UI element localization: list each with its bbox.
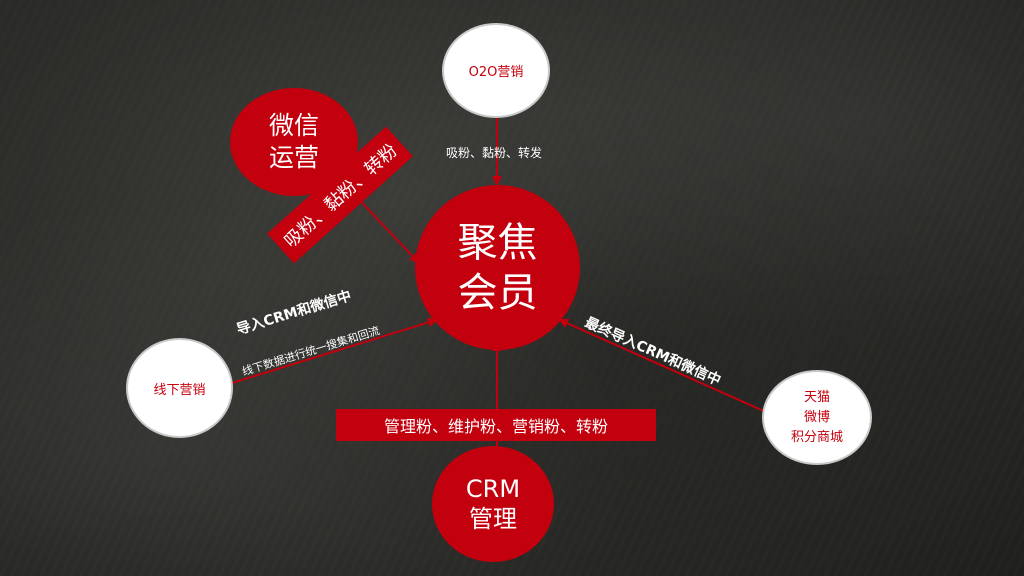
weixin-line2: 运营 <box>268 143 319 172</box>
weixin-line1: 微信 <box>268 111 319 140</box>
center-circle: 聚焦 会员 <box>415 185 580 350</box>
o2o-circle: O2O营销 <box>442 23 550 118</box>
crm-line2: 管理 <box>469 505 517 533</box>
center-line2: 会员 <box>457 269 538 316</box>
crm-band: 管理粉、维护粉、营销粉、转粉 <box>336 409 656 441</box>
online-line2: 微博 <box>803 409 830 425</box>
online-line1: 天猫 <box>803 389 830 405</box>
crm-line1: CRM <box>465 475 521 503</box>
offline-circle: 线下营销 <box>126 338 233 438</box>
online-line3: 积分商城 <box>790 429 843 445</box>
arrow-online-to-center <box>558 318 767 413</box>
center-line1: 聚焦 <box>457 219 538 266</box>
o2o-label: O2O营销 <box>468 65 524 80</box>
weixin-circle: 微信 运营 <box>230 88 358 196</box>
online-circle: 天猫 微博 积分商城 <box>762 370 872 465</box>
crm-circle: CRM 管理 <box>432 446 554 562</box>
arrow-offline-to-center <box>231 317 438 384</box>
o2o-caption: 吸粉、黏粉、转发 <box>446 146 543 160</box>
offline-label: 线下营销 <box>153 382 206 398</box>
